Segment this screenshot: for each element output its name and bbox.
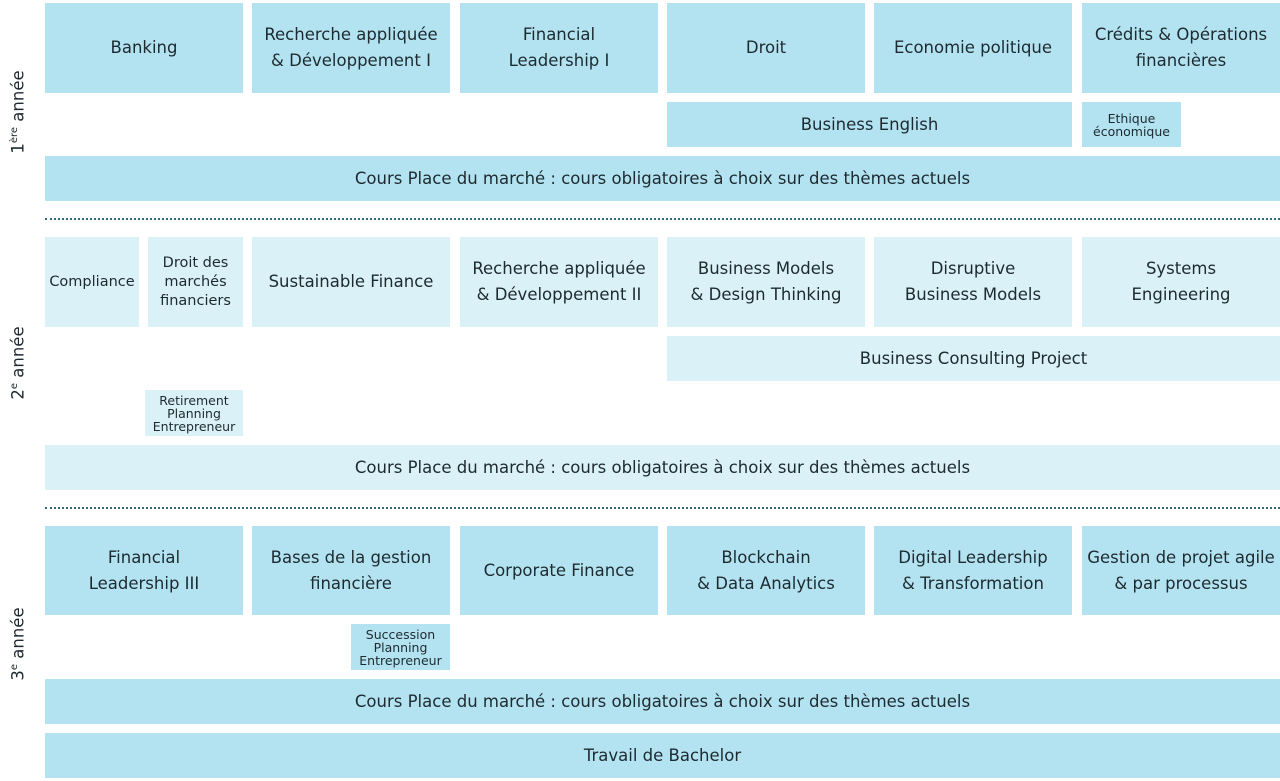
divider-1 xyxy=(45,218,1280,220)
course-retirement-planning: Retirement Planning Entrepreneur xyxy=(145,390,243,436)
divider-2 xyxy=(45,507,1280,509)
course-place-du-marche-2: Cours Place du marché : cours obligatoir… xyxy=(45,445,1280,490)
course-business-english: Business English xyxy=(667,102,1072,147)
course-banking: Banking xyxy=(45,3,243,93)
year-label-3: 3e année xyxy=(8,607,28,681)
course-financial-leadership-3: Financial Leadership III xyxy=(45,526,243,615)
course-gestion-projet: Gestion de projet agile & par processus xyxy=(1082,526,1280,615)
course-economie-politique: Economie politique xyxy=(874,3,1072,93)
course-bases-gestion: Bases de la gestion financière xyxy=(252,526,450,615)
course-blockchain: Blockchain & Data Analytics xyxy=(667,526,865,615)
course-travail-bachelor: Travail de Bachelor xyxy=(45,733,1280,778)
course-recherche-2: Recherche appliquée & Développement II xyxy=(460,237,658,327)
course-disruptive: Disruptive Business Models xyxy=(874,237,1072,327)
course-droit-marches: Droit des marchés financiers xyxy=(148,237,243,327)
course-place-du-marche-3: Cours Place du marché : cours obligatoir… xyxy=(45,679,1280,724)
course-recherche-1: Recherche appliquée & Développement I xyxy=(252,3,450,93)
course-ethique: Ethique économique xyxy=(1082,102,1181,147)
course-corporate-finance: Corporate Finance xyxy=(460,526,658,615)
course-credits-operations: Crédits & Opérations financières xyxy=(1082,3,1280,93)
course-compliance: Compliance xyxy=(45,237,139,327)
year-label-1: 1ère année xyxy=(8,70,28,154)
course-digital-leadership: Digital Leadership & Transformation xyxy=(874,526,1072,615)
course-sustainable-finance: Sustainable Finance xyxy=(252,237,450,327)
course-business-consulting: Business Consulting Project xyxy=(667,336,1280,381)
course-droit: Droit xyxy=(667,3,865,93)
course-succession-planning: Succession Planning Entrepreneur xyxy=(351,624,450,670)
course-place-du-marche-1: Cours Place du marché : cours obligatoir… xyxy=(45,156,1280,201)
course-business-models: Business Models & Design Thinking xyxy=(667,237,865,327)
course-financial-leadership-1: Financial Leadership I xyxy=(460,3,658,93)
year-label-2: 2e année xyxy=(8,326,28,400)
course-systems-engineering: Systems Engineering xyxy=(1082,237,1280,327)
